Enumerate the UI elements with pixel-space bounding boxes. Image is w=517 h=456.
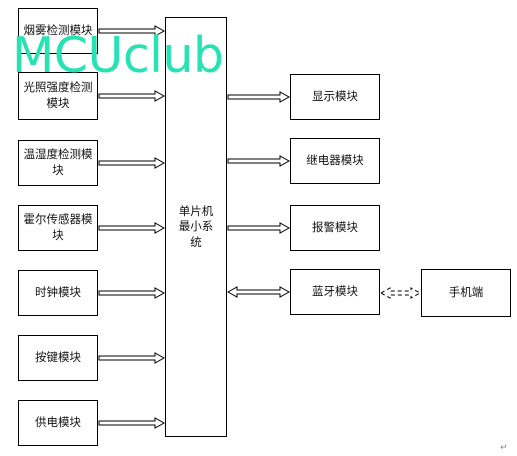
display-module: 显示模块: [290, 74, 380, 120]
clock-module: 时钟模块: [18, 270, 98, 316]
alarm-module: 报警模块: [290, 205, 380, 251]
arrow-mcu-to-display: [227, 91, 291, 103]
arrow-bluetooth-phone-wireless: [379, 287, 422, 299]
arrow-temp-humidity-to-mcu: [98, 157, 166, 169]
paragraph-end-mark: ↵: [500, 443, 508, 453]
arrow-power-to-mcu: [98, 417, 166, 429]
keypad-label: 按键模块: [35, 350, 81, 365]
mcu-system-box: 单片机 最小系统: [165, 17, 227, 437]
arrow-mcu-to-relay: [227, 155, 291, 167]
arrow-smoke-to-mcu: [98, 25, 166, 37]
phone-terminal-box: 手机端: [421, 269, 511, 317]
arrow-keypad-to-mcu: [98, 352, 166, 364]
alarm-label: 报警模块: [312, 220, 358, 235]
display-label: 显示模块: [312, 89, 358, 104]
temp-humidity-label: 温湿度检测模块: [23, 147, 93, 177]
phone-terminal-label: 手机端: [448, 285, 484, 300]
relay-module: 继电器模块: [290, 138, 380, 184]
arrow-light-to-mcu: [98, 90, 166, 102]
power-supply-module: 供电模块: [18, 400, 98, 446]
light-intensity-label: 光照强度检测模块: [23, 80, 93, 110]
smoke-detection-module: 烟雾检测模块: [18, 8, 98, 54]
clock-label: 时钟模块: [35, 285, 81, 300]
keypad-module: 按键模块: [18, 335, 98, 381]
hall-sensor-label: 霍尔传感器模块: [23, 212, 93, 242]
bluetooth-module: 蓝牙模块: [290, 269, 380, 315]
arrow-mcu-to-alarm: [227, 222, 291, 234]
arrow-mcu-bluetooth-bidirectional: [226, 286, 291, 298]
temp-humidity-module: 温湿度检测模块: [18, 140, 98, 186]
relay-label: 继电器模块: [306, 153, 364, 168]
hall-sensor-module: 霍尔传感器模块: [18, 205, 98, 251]
bluetooth-label: 蓝牙模块: [312, 284, 358, 299]
light-intensity-module: 光照强度检测模块: [18, 72, 98, 120]
smoke-detection-label: 烟雾检测模块: [23, 23, 93, 38]
power-supply-label: 供电模块: [35, 415, 81, 430]
arrow-hall-to-mcu: [98, 222, 166, 234]
arrow-clock-to-mcu: [98, 287, 166, 299]
mcu-system-label: 单片机 最小系统: [178, 203, 214, 249]
